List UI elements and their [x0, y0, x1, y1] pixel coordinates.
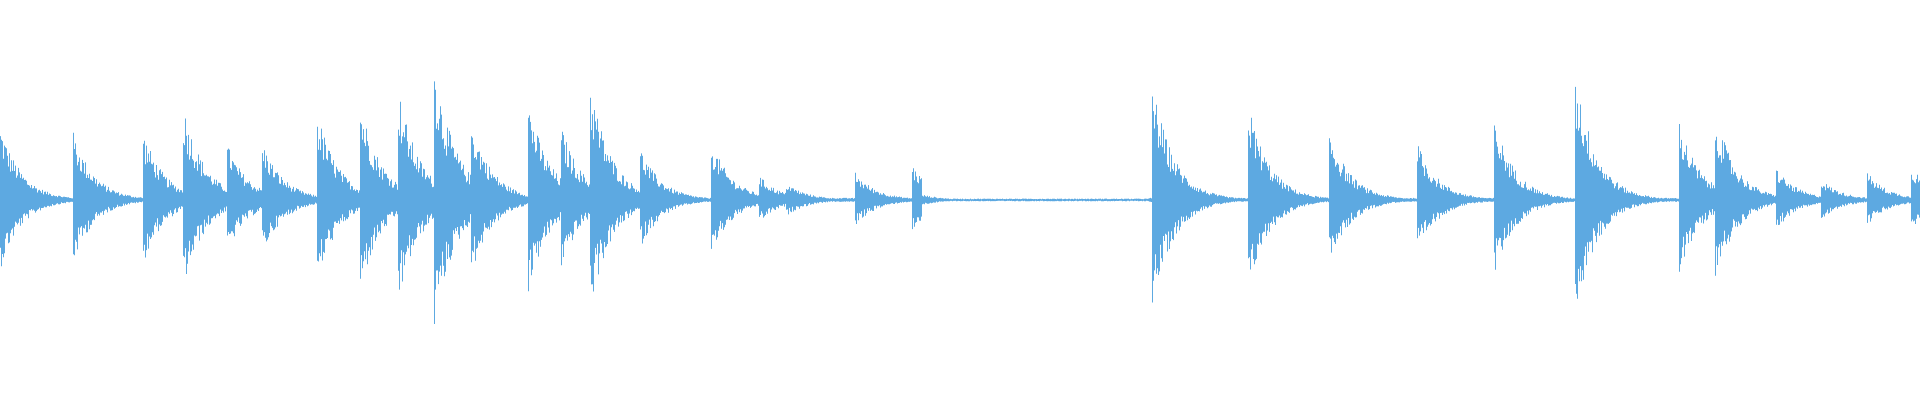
waveform-path	[0, 81, 1920, 324]
waveform-bars	[0, 81, 1920, 324]
